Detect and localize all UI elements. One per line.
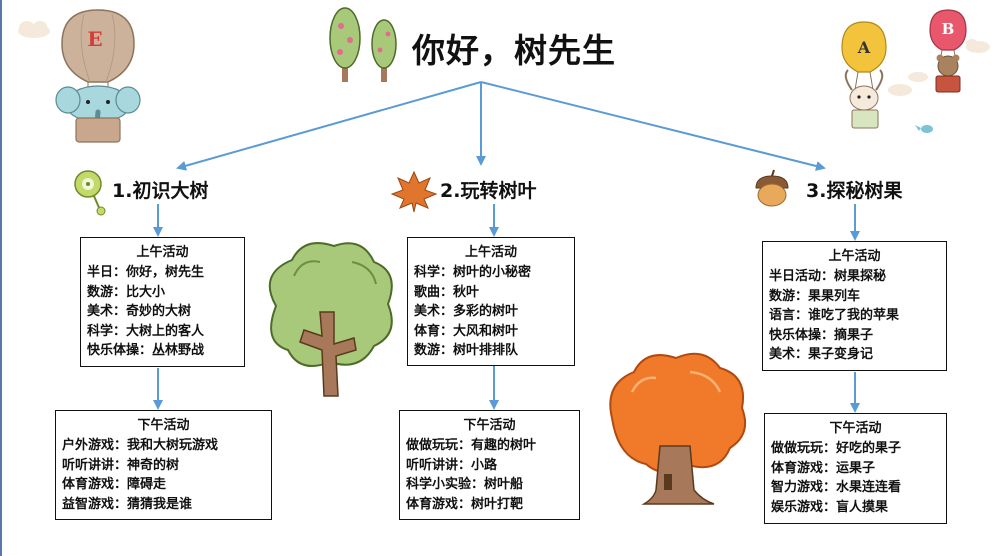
cloud-icon (888, 84, 912, 96)
activity-row: 语言：谁吃了我的苹果 (769, 308, 900, 324)
theme3-afternoon-box: 下午活动 做做玩玩：好吃的果子 体育游戏：运果子 智力游戏：水果连连看 娱乐游戏… (764, 413, 947, 524)
activity-row: 听听讲讲：小路 (406, 457, 498, 473)
cloud-icon (966, 39, 990, 53)
bear-balloon-illustration (929, 9, 967, 93)
kiwi-slice-icon (74, 170, 106, 216)
green-tree-illustration (268, 242, 393, 397)
activity-row: 科学小实验：树叶船 (406, 477, 524, 493)
cloud-icon (18, 21, 50, 38)
box-title: 上午活动 (464, 245, 517, 260)
activity-row: 听听讲讲：神奇的树 (62, 457, 180, 473)
activity-row: 体育游戏：树叶打靶 (406, 496, 524, 512)
theme2-afternoon-box: 下午活动 做做玩玩：有趣的树叶 听听讲讲：小路 科学小实验：树叶船 体育游戏：树… (399, 410, 580, 520)
activity-row: 科学：大树上的客人 (87, 323, 205, 339)
theme-title-1: 1.初识大树 (112, 180, 209, 202)
acorn-icon (755, 169, 789, 207)
activity-row: 智力游戏：水果连连看 (771, 480, 902, 496)
orange-tree-illustration (609, 352, 746, 505)
theme-title-2: 2.玩转树叶 (440, 180, 537, 202)
box-title: 下午活动 (137, 418, 190, 433)
activity-row: 美术：果子变身记 (769, 347, 874, 363)
activity-row: 科学：树叶的小秘密 (414, 265, 532, 281)
maple-leaf-icon (390, 170, 438, 213)
activity-row: 半日：你好，树先生 (87, 265, 205, 281)
activity-row: 数游：树叶排排队 (414, 343, 519, 359)
activity-row: 美术：奇妙的大树 (87, 304, 192, 320)
activity-row: 体育游戏：运果子 (771, 460, 876, 476)
activity-row: 做做玩玩：有趣的树叶 (406, 438, 537, 454)
box-title: 上午活动 (136, 245, 189, 260)
trees-icon (329, 7, 397, 82)
theme1-morning-box: 上午活动 半日：你好，树先生 数游：比大小 美术：奇妙的大树 科学：大树上的客人… (80, 237, 245, 367)
elephant-balloon-illustration (55, 9, 141, 143)
activity-row: 快乐体操：摘果子 (769, 327, 874, 343)
theme1-afternoon-box: 下午活动 户外游戏：我和大树玩游戏 听听讲讲：神奇的树 体育游戏：障碍走 益智游… (55, 410, 272, 520)
theme2-morning-box: 上午活动 科学：树叶的小秘密 歌曲：秋叶 美术：多彩的树叶 体育：大风和树叶 数… (407, 237, 575, 366)
left-edge-line (0, 0, 2, 556)
activity-row: 体育游戏：障碍走 (62, 477, 167, 493)
activity-row: 做做玩玩：好吃的果子 (771, 441, 902, 457)
activity-row: 益智游戏：猜猜我是谁 (62, 496, 193, 512)
activity-row: 娱乐游戏：盲人摸果 (771, 499, 889, 515)
activity-row: 体育：大风和树叶 (414, 323, 519, 339)
box-title: 上午活动 (828, 249, 881, 264)
activity-row: 户外游戏：我和大树玩游戏 (62, 438, 219, 454)
activity-row: 歌曲：秋叶 (414, 284, 480, 300)
balloon-letter-b: B (942, 20, 955, 38)
theme3-morning-box: 上午活动 半日活动：树果探秘 数游：果果列车 语言：谁吃了我的苹果 快乐体操：摘… (762, 241, 947, 371)
activity-row: 美术：多彩的树叶 (414, 304, 519, 320)
box-title: 下午活动 (463, 418, 516, 433)
activity-row: 数游：比大小 (87, 284, 166, 300)
page-title: 你好，树先生 (412, 31, 616, 70)
box-title: 下午活动 (829, 421, 882, 436)
goat-balloon-illustration (841, 21, 887, 129)
connector-arrow-left (176, 81, 482, 171)
balloon-letter-a: A (857, 38, 871, 57)
activity-row: 快乐体操：丛林野战 (87, 343, 205, 359)
balloon-letter-e: E (87, 27, 102, 51)
cloud-icon (908, 72, 928, 82)
activity-row: 半日活动：树果探秘 (769, 269, 887, 285)
connector-arrow-right (480, 81, 826, 171)
theme-title-3: 3.探秘树果 (806, 180, 903, 202)
bird-icon (915, 125, 933, 133)
activity-row: 数游：果果列车 (769, 288, 861, 304)
